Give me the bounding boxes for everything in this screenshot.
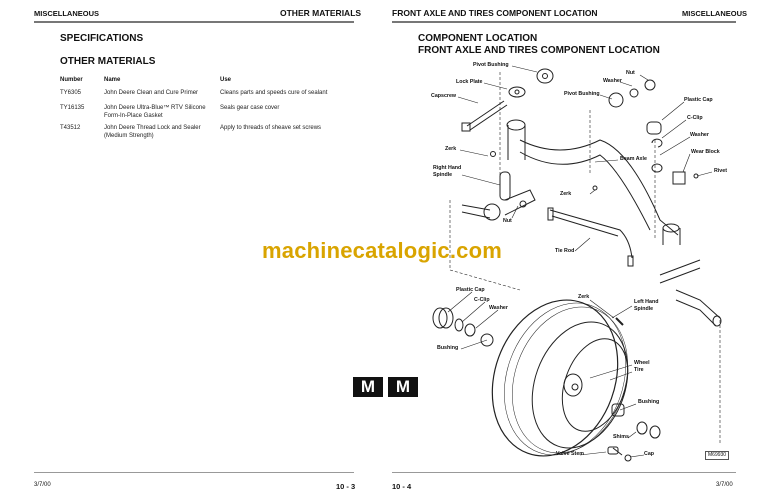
section-title: OTHER MATERIALS [60, 56, 156, 67]
left-footer-rule [34, 472, 354, 473]
label-bushing: Bushing [437, 345, 459, 351]
cell-use: Seals gear case cover [220, 105, 280, 111]
label-left-hand-spindle: Spindle [634, 306, 654, 312]
label-cap: Cap [644, 451, 655, 457]
label-washer: Washer [690, 132, 709, 138]
label-c-clip: C-Clip [474, 297, 490, 303]
label-tire: Tire [634, 367, 644, 373]
col-number: Number [60, 77, 83, 83]
label-bushing: Bushing [638, 399, 660, 405]
col-name: Name [104, 77, 121, 83]
right-page-number: 10 - 4 [392, 482, 412, 491]
figure-id: M69930 [705, 451, 730, 460]
manual-logo-m: M [353, 377, 383, 397]
cell-name: John Deere Ultra-Blue™ RTV Silicone Form… [104, 105, 206, 119]
right-header-title: FRONT AXLE AND TIRES COMPONENT LOCATION [392, 8, 598, 18]
label-nut: Nut [503, 218, 512, 224]
label-tie-rod: Tie Rod [555, 248, 575, 254]
cell-number: TY6305 [60, 90, 82, 96]
right-footer-rule [392, 472, 736, 473]
label-pivot-bushing: Pivot Bushing [473, 62, 509, 68]
left-header-title: OTHER MATERIALS [280, 8, 362, 18]
label-pivot-bushing: Pivot Bushing [564, 91, 600, 97]
label-right-hand-spindle: Right Hand [433, 165, 462, 171]
label-valve-stem: Valve Stem [556, 451, 584, 457]
label-left-hand-spindle: Left Hand [634, 299, 659, 305]
label-beam-axle: Beam Axle [620, 156, 647, 162]
cell-name: John Deere Thread Lock and Sealer (Mediu… [104, 125, 201, 139]
label-shims: Shims [613, 434, 629, 440]
right-footer-date: 3/7/00 [716, 482, 733, 488]
label-lock-plate: Lock Plate [456, 79, 483, 85]
label-plastic-cap: Plastic Cap [456, 287, 485, 293]
label-capscrew: Capscrew [431, 93, 457, 99]
left-header-rule [34, 21, 354, 23]
label-zerk: Zerk [578, 294, 590, 300]
label-right-hand-spindle: Spindle [433, 172, 453, 178]
label-rivet: Rivet [714, 168, 727, 174]
label-zerk: Zerk [560, 191, 572, 197]
right-header-rule [392, 21, 736, 23]
label-plastic-cap: Plastic Cap [684, 97, 713, 103]
label-nut: Nut [626, 70, 635, 76]
cell-number: TY16135 [60, 105, 85, 111]
label-washer: Washer [489, 305, 508, 311]
label-wear-block: Wear Block [691, 149, 720, 155]
left-page-number: 10 - 3 [336, 482, 356, 491]
cell-use: Apply to threads of sheave set screws [220, 125, 322, 131]
page-title: SPECIFICATIONS [60, 33, 144, 44]
col-use: Use [220, 77, 232, 83]
manual-logo-m: M [388, 377, 418, 397]
cell-number: T43512 [60, 125, 81, 131]
cell-use: Cleans parts and speeds cure of sealant [220, 90, 328, 96]
watermark: machinecatalogic.com [262, 238, 502, 263]
left-footer-date: 3/7/00 [34, 482, 51, 488]
cell-name: John Deere Clean and Cure Primer [104, 90, 199, 96]
section-title: FRONT AXLE AND TIRES COMPONENT LOCATION [418, 45, 660, 56]
label-washer: Washer [603, 78, 622, 84]
label-zerk: Zerk [445, 146, 457, 152]
left-header-section: MISCELLANEOUS [34, 9, 100, 18]
label-wheel: Wheel [634, 360, 650, 366]
page-title: COMPONENT LOCATION [418, 33, 538, 44]
right-header-section: MISCELLANEOUS [682, 9, 748, 18]
label-c-clip: C-Clip [687, 115, 703, 121]
